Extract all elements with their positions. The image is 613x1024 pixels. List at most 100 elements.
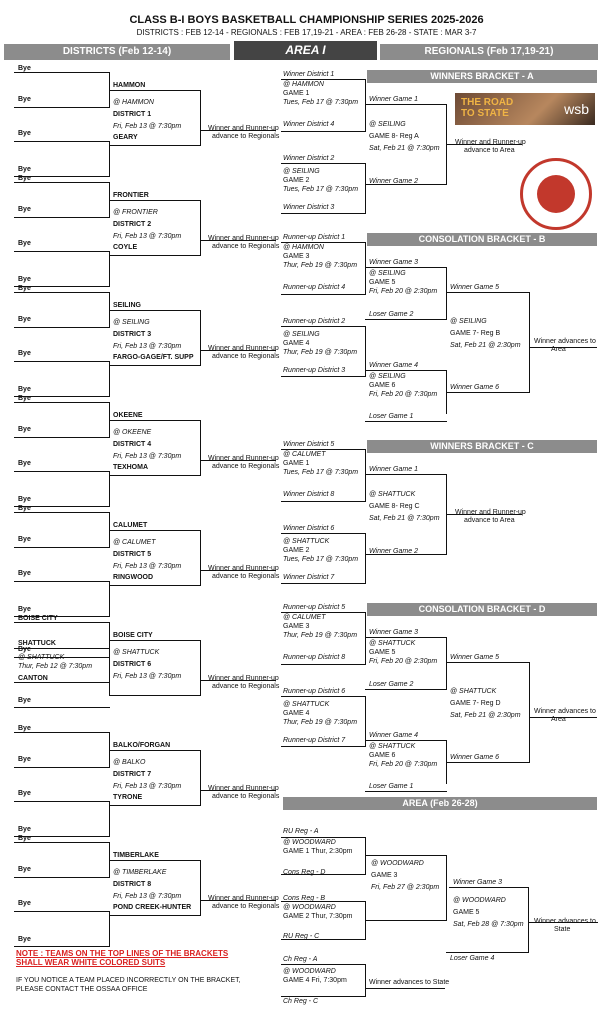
bracket-line — [365, 319, 447, 320]
winners-bracket-a-final-host: @ SEILING — [369, 121, 406, 128]
bracket-line — [14, 506, 110, 507]
bracket-line — [281, 664, 366, 665]
bracket-line — [200, 860, 201, 915]
district-1-label: DISTRICT 1 — [113, 111, 152, 118]
bracket-line — [281, 746, 366, 747]
winners-bracket-a-advance-2: advance to Area — [464, 147, 515, 154]
district-6-advance-2: advance to Regionals — [212, 683, 280, 690]
district-6-label: DISTRICT 6 — [113, 661, 152, 668]
winners-bracket-a-game-a-number: GAME 1 — [283, 90, 310, 97]
winners-bracket-c-winner-game-2: Winner Game 2 — [369, 548, 418, 555]
district-8-host: @ TIMBERLAKE — [113, 869, 167, 876]
ossaa-seal-logo — [520, 158, 592, 230]
bracket-line — [14, 622, 110, 623]
winners-bracket-a-advance-1: Winner and Runner-up — [455, 139, 526, 146]
district-5-advance-1: Winner and Runner-up — [208, 565, 279, 572]
bracket-line — [200, 350, 276, 351]
area-game-1-host: @ WOODWARD — [283, 839, 336, 846]
winners-bracket-a-game-b-team-1: Winner District 2 — [283, 155, 335, 162]
winners-bracket-c-final-host: @ SHATTUCK — [369, 491, 416, 498]
bracket-line — [365, 696, 366, 746]
consolation-bracket-b-loser-game-2: Loser Game 2 — [369, 311, 414, 318]
area-game-1-team-2: Cons Reg - D — [283, 869, 326, 876]
bracket-line — [365, 370, 447, 371]
district-8-bye-3: Bye — [18, 900, 31, 907]
district-3-date: Fri, Feb 13 @ 7:30pm — [113, 343, 182, 350]
district-6-shattuck-date: Thur, Feb 12 @ 7:30pm — [18, 663, 93, 670]
bracket-line — [200, 900, 276, 901]
bracket-line — [446, 144, 522, 145]
consolation-bracket-b-loser-game-1: Loser Game 1 — [369, 413, 414, 420]
bracket-line — [529, 292, 530, 392]
winners-bracket-c-game-b-team-2: Winner District 7 — [283, 574, 335, 581]
district-3-bye-2: Bye — [18, 316, 31, 323]
area-game-5-date: Sat, Feb 28 @ 7:30pm — [453, 921, 524, 928]
bracket-line — [109, 182, 110, 217]
winners-bracket-c-final-date: Sat, Feb 21 @ 7:30pm — [369, 515, 440, 522]
district-3-bye-3: Bye — [18, 350, 31, 357]
consolation-bracket-b-g6-date: Fri, Feb 20 @ 7:30pm — [369, 391, 438, 398]
bracket-line — [109, 801, 110, 837]
bracket-line — [109, 640, 201, 641]
area-game-2-number: GAME 2 Thur, 7:30pm — [283, 913, 353, 920]
bracket-line — [109, 695, 201, 696]
bracket-line — [446, 662, 530, 663]
district-5-bye-4: Bye — [18, 606, 31, 613]
consolation-bracket-d-game-b-team-2: Runner-up District 7 — [283, 737, 346, 744]
bracket-line — [281, 939, 366, 940]
regionals-header-bar: REGIONALS (Feb 17,19-21) — [380, 44, 598, 60]
bracket-line — [14, 707, 110, 708]
district-5-top-team: CALUMET — [113, 522, 148, 529]
winners-bracket-a-game-a-team-1: Winner District 1 — [283, 71, 335, 78]
consolation-bracket-d-loser-game-2: Loser Game 2 — [369, 681, 414, 688]
bracket-line — [365, 326, 366, 376]
bracket-line — [14, 616, 110, 617]
district-4-top-team: OKEENE — [113, 412, 143, 419]
bracket-line — [14, 251, 110, 252]
area-game-4-team-1: Ch Reg - A — [283, 956, 318, 963]
consolation-bracket-b-game-b-team-2: Runner-up District 3 — [283, 367, 346, 374]
district-7-bye-1: Bye — [18, 725, 31, 732]
area-game-3-host: @ WOODWARD — [371, 860, 424, 867]
district-4-bye-1: Bye — [18, 395, 31, 402]
area-header-bar: AREA I — [234, 41, 377, 60]
consolation-bracket-b-g7-host: @ SEILING — [450, 318, 487, 325]
district-6-bye-4: Bye — [18, 697, 31, 704]
winners-bracket-c-game-a-team-1: Winner District 5 — [283, 441, 335, 448]
bracket-line — [109, 141, 110, 177]
bracket-line — [14, 396, 110, 397]
bracket-line — [14, 682, 110, 683]
district-7-bottom-team: TYRONE — [113, 794, 143, 801]
consolation-bracket-d-game-b-team-1: Runner-up District 6 — [283, 688, 346, 695]
bracket-line — [14, 946, 110, 947]
note-contact: IF YOU NOTICE A TEAM PLACED INCORRECTLY … — [16, 976, 241, 994]
bracket-line — [446, 637, 447, 689]
area-bracket-header: AREA (Feb 26-28) — [283, 797, 597, 810]
district-8-date: Fri, Feb 13 @ 7:30pm — [113, 893, 182, 900]
note-line-2: SHALL WEAR WHITE COLORED SUITS — [16, 958, 166, 967]
logo-line-2: TO STATE — [461, 108, 509, 119]
bracket-line — [109, 475, 201, 476]
bracket-line — [365, 267, 447, 268]
consolation-bracket-b-game-b-number: GAME 4 — [283, 340, 310, 347]
bracket-line — [109, 512, 110, 547]
area-game-5-host: @ WOODWARD — [453, 897, 506, 904]
consolation-bracket-b-game-a-date: Thur, Feb 19 @ 7:30pm — [283, 262, 358, 269]
bracket-line — [14, 581, 110, 582]
consolation-bracket-d-g6-host: @ SHATTUCK — [369, 743, 416, 750]
note-line-1: NOTE : TEAMS ON THE TOP LINES OF THE BRA… — [16, 949, 229, 958]
district-8-top-team: TIMBERLAKE — [113, 852, 159, 859]
consolation-bracket-d-g5-date: Fri, Feb 20 @ 2:30pm — [369, 658, 438, 665]
district-7-label: DISTRICT 7 — [113, 771, 152, 778]
district-8-bottom-team: POND CREEK-HUNTER — [113, 904, 192, 911]
bracket-line — [365, 242, 366, 294]
bracket-line — [281, 874, 366, 875]
bracket-line — [446, 392, 530, 393]
bracket-line — [200, 200, 201, 255]
consolation-bracket-d-loser-game-1: Loser Game 1 — [369, 783, 414, 790]
consolation-bracket-b-game-b-host: @ SEILING — [283, 331, 320, 338]
wsb-logo: wsb — [564, 101, 589, 117]
bracket-line — [365, 104, 447, 105]
area-game-3-number: GAME 3 — [371, 872, 398, 879]
bracket-line — [109, 251, 110, 287]
